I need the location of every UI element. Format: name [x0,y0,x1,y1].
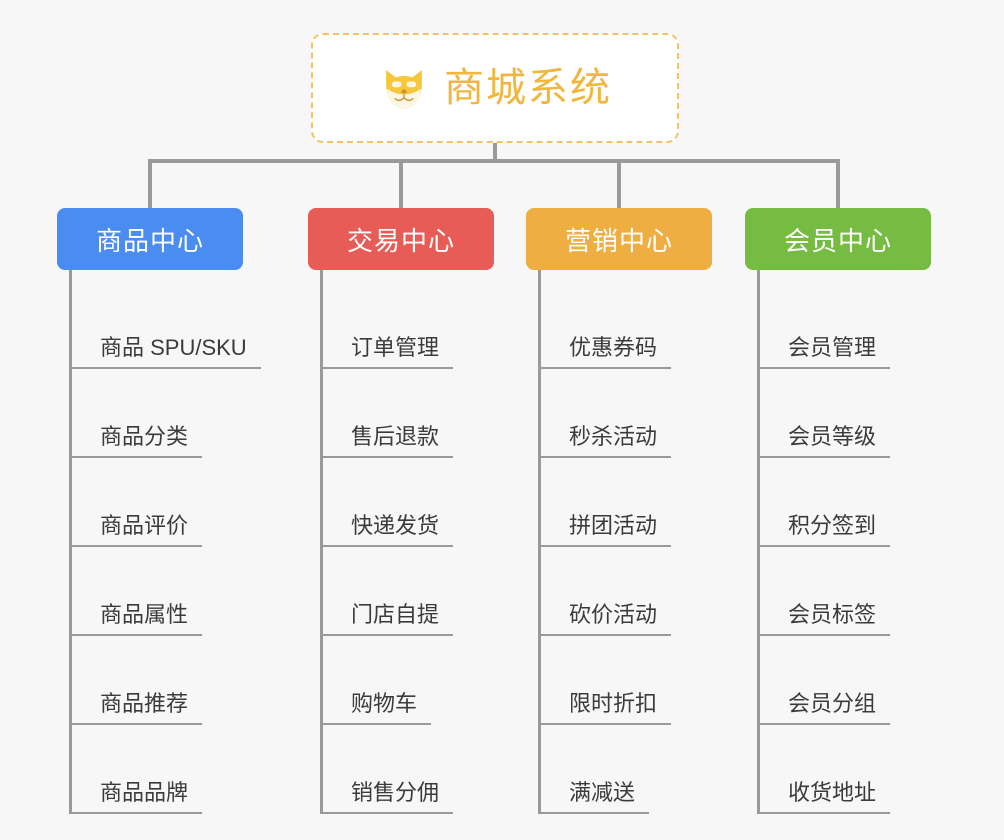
leaf-label: 商品属性 [72,601,203,636]
leaf-item[interactable]: 会员管理 [760,280,931,369]
leaf-item[interactable]: 会员分组 [760,636,931,725]
leaf-item[interactable]: 拼团活动 [541,458,712,547]
connector-drop-1 [148,159,152,208]
leaf-label: 快递发货 [323,512,454,547]
leaf-item[interactable]: 秒杀活动 [541,369,712,458]
leaf-label: 商品 SPU/SKU [72,334,261,369]
leaf-label: 购物车 [323,690,432,725]
leaf-label: 会员等级 [760,423,891,458]
leaf-item[interactable]: 限时折扣 [541,636,712,725]
leaf-item[interactable]: 商品推荐 [72,636,261,725]
leaf-item[interactable]: 销售分佣 [323,725,494,814]
branch-商品中心: 商品中心 商品 SPU/SKU 商品分类 商品评价 商品属性 商品推荐 商品品牌 [57,208,261,814]
leaf-label: 优惠券码 [541,334,672,369]
leaf-item[interactable]: 商品品牌 [72,725,261,814]
leaf-list-1: 商品 SPU/SKU 商品分类 商品评价 商品属性 商品推荐 商品品牌 [69,270,261,814]
leaf-label: 商品品牌 [72,779,203,814]
leaf-label: 收货地址 [760,779,891,814]
leaf-label: 门店自提 [323,601,454,636]
branch-会员中心: 会员中心 会员管理 会员等级 积分签到 会员标签 会员分组 收货地址 [745,208,931,814]
leaf-label: 满减送 [541,779,650,814]
leaf-label: 积分签到 [760,512,891,547]
leaf-list-3: 优惠券码 秒杀活动 拼团活动 砍价活动 限时折扣 满减送 [538,270,712,814]
leaf-item[interactable]: 快递发货 [323,458,494,547]
leaf-label: 商品评价 [72,512,203,547]
leaf-item[interactable]: 商品属性 [72,547,261,636]
leaf-label: 限时折扣 [541,690,672,725]
root-title: 商城系统 [444,66,612,110]
leaf-item[interactable]: 门店自提 [323,547,494,636]
leaf-label: 商品分类 [72,423,203,458]
leaf-item[interactable]: 收货地址 [760,725,931,814]
leaf-item[interactable]: 砍价活动 [541,547,712,636]
leaf-item[interactable]: 会员等级 [760,369,931,458]
leaf-item[interactable]: 积分签到 [760,458,931,547]
connector-drop-2 [399,159,403,208]
branch-header-2[interactable]: 交易中心 [308,208,494,270]
branch-营销中心: 营销中心 优惠券码 秒杀活动 拼团活动 砍价活动 限时折扣 满减送 [526,208,712,814]
leaf-label: 砍价活动 [541,601,672,636]
branch-header-4[interactable]: 会员中心 [745,208,931,270]
leaf-label: 商品推荐 [72,690,203,725]
leaf-label: 售后退款 [323,423,454,458]
branch-header-3[interactable]: 营销中心 [526,208,712,270]
leaf-item[interactable]: 商品 SPU/SKU [72,280,261,369]
leaf-item[interactable]: 优惠券码 [541,280,712,369]
leaf-item[interactable]: 商品分类 [72,369,261,458]
leaf-label: 秒杀活动 [541,423,672,458]
connector-drop-4 [836,159,840,208]
leaf-label: 会员标签 [760,601,891,636]
root-node[interactable]: 商城系统 [311,33,679,143]
leaf-item[interactable]: 购物车 [323,636,494,725]
leaf-label: 订单管理 [323,334,454,369]
leaf-item[interactable]: 订单管理 [323,280,494,369]
leaf-label: 销售分佣 [323,779,454,814]
branch-header-1[interactable]: 商品中心 [57,208,243,270]
connector-horizontal-bus [148,159,840,163]
branch-交易中心: 交易中心 订单管理 售后退款 快递发货 门店自提 购物车 销售分佣 [308,208,494,814]
leaf-item[interactable]: 售后退款 [323,369,494,458]
leaf-label: 会员分组 [760,690,891,725]
leaf-item[interactable]: 会员标签 [760,547,931,636]
leaf-item[interactable]: 商品评价 [72,458,261,547]
connector-drop-3 [617,159,621,208]
leaf-list-4: 会员管理 会员等级 积分签到 会员标签 会员分组 收货地址 [757,270,931,814]
leaf-label: 拼团活动 [541,512,672,547]
leaf-item[interactable]: 满减送 [541,725,712,814]
leaf-list-2: 订单管理 售后退款 快递发货 门店自提 购物车 销售分佣 [320,270,494,814]
shiba-dog-face-icon [386,70,422,110]
connector-root-stem [493,143,497,161]
leaf-label: 会员管理 [760,334,891,369]
